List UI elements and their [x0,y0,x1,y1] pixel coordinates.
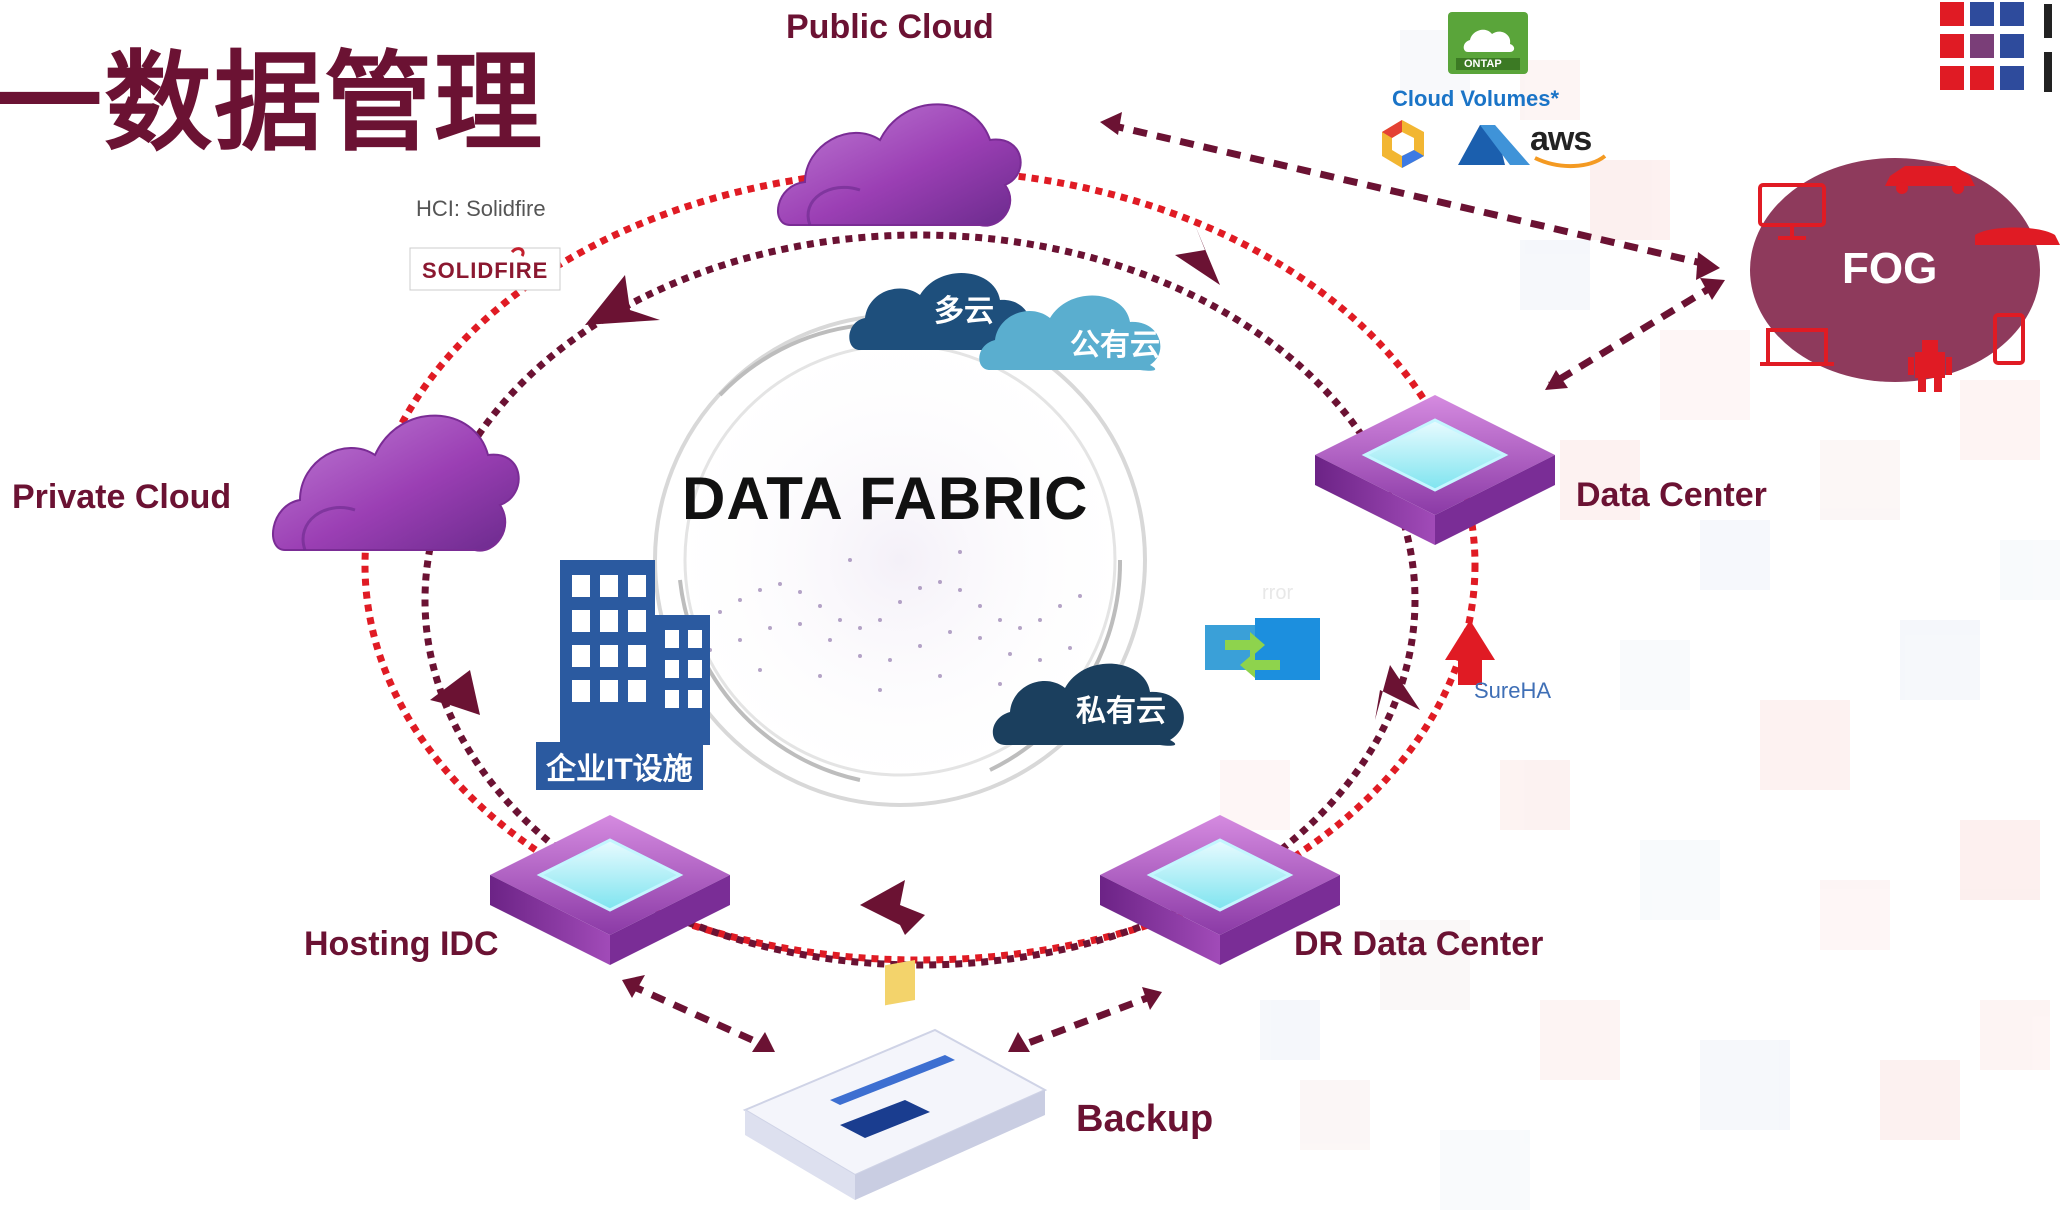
hci-label: HCI: Solidfire [416,196,546,221]
ontap-badge [1448,12,1528,74]
data-center-box [1315,395,1555,545]
multi-cloud-shape [849,272,1031,351]
public-cloud-label: Public Cloud [786,8,994,46]
brand-logo [1940,0,2060,96]
enterprise-building [560,560,710,745]
aws-smile [1534,154,1607,169]
solidfire-logo-box [409,247,561,291]
public-cloud-cn-shape [979,295,1161,371]
azure-icon [1458,125,1530,165]
private-cloud-cn-label: 私有云 [1076,695,1166,728]
solidfire-logo: SOLIDFIRE [422,258,549,283]
ontap-badge-label: ONTAP [1464,58,1502,70]
mirror-sync-icon [1205,618,1320,680]
cloud-volumes-label: Cloud Volumes* [1392,86,1560,111]
link-public-fog [1109,121,1711,269]
backup-label: Backup [1076,1098,1214,1140]
data-center-label: Data Center [1576,476,1767,514]
dr-data-center-box [1100,815,1340,965]
aws-logo: aws [1530,120,1592,158]
inner-ring [421,231,1419,969]
hosting-idc-box [490,815,730,965]
page-title: 一数据管理 [0,41,545,166]
public-cloud-shape [777,103,1022,227]
hosting-idc-label: Hosting IDC [304,925,499,963]
public-cloud-cn-label: 公有云 [1070,329,1160,362]
sureha-label: SureHA [1474,678,1552,703]
enterprise-it-label: 企业IT设施 [536,742,703,790]
flow-arrows [430,225,1420,935]
backup-platform [742,960,1048,1200]
fog-devices [1758,183,2025,366]
private-cloud-label: Private Cloud [12,478,232,516]
multi-cloud-label: 多云 [934,295,994,328]
fog-label: FOG [1842,244,1938,293]
google-cloud-icon [1382,120,1424,168]
link-dr-backup [1013,991,1157,1052]
private-cloud-shape [272,414,520,552]
sureha-arrow [1445,620,1495,685]
link-idc-backup [628,981,772,1052]
link-fog-datacenter [1548,282,1717,388]
private-cloud-cn-shape [992,663,1184,746]
mirror-label-fragment: rror [1262,582,1294,604]
dr-data-center-label: DR Data Center [1294,925,1544,963]
data-fabric-title: DATA FABRIC [682,465,1089,532]
